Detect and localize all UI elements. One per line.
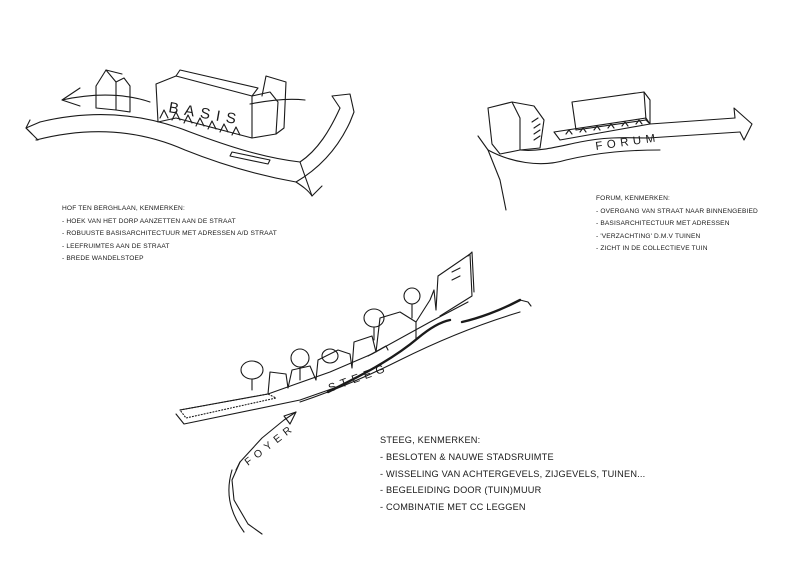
forum-notes: FORUM, KENMERKEN: - OVERGANG VAN STRAAT … — [596, 193, 758, 256]
hof-note-item: - ROBUUSTE BASISARCHITECTUUR MET ADRESSE… — [62, 230, 277, 237]
steeg-note-item: - WISSELING VAN ACHTERGEVELS, ZIJGEVELS,… — [380, 468, 646, 479]
hof-note-item: - BREDE WANDELSTOEP — [62, 255, 144, 262]
foyer-label: FOYER — [242, 421, 298, 468]
hof-note-item: - LEEFRUIMTES AAN DE STRAAT — [62, 242, 170, 250]
basis-sketch: BASIS — [25, 69, 355, 197]
steeg-note-item: - BEGELEIDING DOOR (TUIN)MUUR — [380, 485, 542, 496]
forum-notes-title: FORUM, KENMERKEN: — [596, 195, 670, 202]
forum-note-item: - 'VERZACHTING' D.M.V TUINEN — [596, 232, 701, 240]
forum-note-item: - OVERGANG VAN STRAAT NAAR BINNENGEBIED — [596, 207, 758, 215]
steeg-notes: STEEG, KENMERKEN: - BESLOTEN & NAUWE STA… — [380, 432, 645, 516]
steeg-notes-list: - BESLOTEN & NAUWE STADSRUIMTE - WISSELI… — [380, 449, 645, 516]
forum-notes-list: - OVERGANG VAN STRAAT NAAR BINNENGEBIED … — [596, 206, 758, 256]
forum-note-item: - BASISARCHITECTUUR MET ADRESSEN — [596, 220, 730, 227]
hof-note-item: - HOEK VAN HET DORP AANZETTEN AAN DE STR… — [62, 217, 236, 225]
hof-notes: HOF TEN BERGHLAAN, KENMERKEN: - HOEK VAN… — [62, 203, 277, 266]
steeg-note-item: - COMBINATIE MET CC LEGGEN — [380, 502, 526, 513]
basis-label: BASIS — [167, 99, 243, 129]
steeg-note-item: - BESLOTEN & NAUWE STADSRUIMTE — [380, 451, 554, 462]
steeg-notes-title: STEEG, KENMERKEN: — [380, 435, 481, 445]
hof-notes-list: - HOEK VAN HET DORP AANZETTEN AAN DE STR… — [62, 216, 277, 266]
steeg-label: STEEG — [327, 362, 391, 395]
hof-notes-title: HOF TEN BERGHLAAN, KENMERKEN: — [62, 205, 185, 212]
forum-note-item: - ZICHT IN DE COLLECTIEVE TUIN — [596, 245, 708, 252]
